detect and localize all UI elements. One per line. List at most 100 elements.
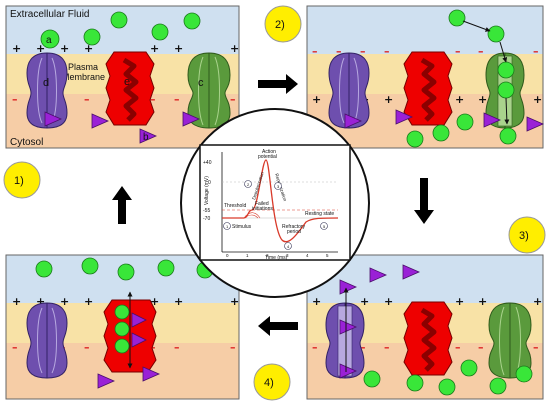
refractory-label-1: Refractory: [282, 224, 306, 230]
threshold-label: Threshold: [224, 203, 246, 209]
svg-text:–: –: [533, 341, 539, 354]
sodium-ion: [489, 377, 507, 395]
ytick-zero: 0: [208, 180, 211, 186]
svg-text:–: –: [150, 341, 156, 354]
svg-text:–: –: [174, 93, 180, 106]
svg-text:+: +: [174, 295, 183, 308]
svg-text:+: +: [36, 295, 45, 308]
xtick-label: 4: [306, 253, 309, 258]
svg-text:–: –: [230, 93, 236, 106]
sodium-ion: [40, 29, 60, 49]
failed-label-1: Failed: [255, 201, 269, 207]
svg-text:+: +: [533, 93, 542, 106]
svg-text:–: –: [12, 341, 18, 354]
sodium-ion: [363, 370, 381, 388]
xtick-label: 2: [266, 253, 269, 258]
panel-1: Extracellular Fluid Cytosol Plasma Membr…: [5, 5, 240, 149]
sodium-ion: [499, 127, 517, 145]
sodium-channel: [106, 52, 154, 125]
svg-text:+: +: [478, 295, 487, 308]
ytick-peak: +40: [203, 160, 212, 166]
label-c: c: [198, 77, 204, 89]
svg-text:–: –: [360, 341, 366, 354]
potassium-channel-open: [325, 302, 365, 379]
sodium-ion: [456, 113, 474, 131]
svg-text:–: –: [455, 341, 461, 354]
svg-text:+: +: [84, 295, 93, 308]
step-4-label: 4): [264, 377, 274, 389]
marker-3: 3: [277, 184, 280, 189]
svg-text:+: +: [533, 295, 542, 308]
svg-text:–: –: [150, 93, 156, 106]
svg-text:–: –: [230, 341, 236, 354]
sodium-ion: [487, 25, 505, 43]
xtick-label: 1: [246, 253, 249, 258]
potassium-ion: [91, 113, 109, 129]
step-3-label: 3): [519, 230, 529, 242]
cycle-arrows: [112, 74, 434, 336]
label-d: d: [43, 77, 49, 89]
sodium-ion: [35, 260, 53, 278]
refractory-label-2: period: [287, 229, 301, 235]
action-potential-curve: [222, 159, 339, 243]
arrow-right-icon: [258, 74, 298, 94]
svg-text:–: –: [478, 341, 484, 354]
stimulus-label: Stimulus: [232, 224, 252, 230]
sodium-ion: [83, 28, 101, 46]
svg-text:+: +: [384, 93, 393, 106]
xtick-label: 3: [286, 253, 289, 258]
potassium-ion: [44, 111, 62, 127]
label-b: b: [143, 132, 149, 143]
xtick-label: 0: [226, 253, 229, 258]
marker-2: 2: [247, 182, 250, 187]
svg-text:+: +: [12, 42, 21, 55]
sodium-ion: [497, 81, 515, 99]
svg-text:–: –: [455, 45, 461, 58]
svg-text:–: –: [478, 45, 484, 58]
sodium-channel: [404, 52, 452, 125]
sodium-channel: [404, 302, 452, 375]
potassium-ion: [395, 109, 413, 125]
sodium-ion: [406, 374, 424, 392]
svg-text:+: +: [360, 295, 369, 308]
svg-text:+: +: [150, 42, 159, 55]
svg-text:+: +: [312, 295, 321, 308]
sodium-ion: [151, 23, 169, 41]
svg-text:+: +: [230, 295, 239, 308]
sodium-ion: [110, 11, 128, 29]
sodium-ion: [114, 304, 130, 320]
sodium-ion: [81, 257, 99, 275]
svg-text:+: +: [384, 295, 393, 308]
potassium-ion: [339, 319, 357, 335]
svg-text:–: –: [84, 341, 90, 354]
potassium-ion: [526, 116, 544, 132]
svg-text:–: –: [312, 341, 318, 354]
sodium-ion: [432, 124, 450, 142]
potassium-ion: [369, 267, 387, 283]
arrow-down-icon: [414, 178, 434, 224]
marker-4: 4: [287, 244, 290, 249]
ytick-rest: -70: [203, 216, 210, 222]
svg-text:–: –: [312, 45, 318, 58]
sodium-ion: [448, 9, 466, 27]
potassium-ion: [402, 264, 420, 280]
sodium-ion: [117, 263, 135, 281]
sodium-ion: [114, 321, 130, 337]
sodium-ion: [114, 338, 130, 354]
sodium-ion: [515, 365, 533, 383]
label-e: e: [124, 76, 130, 88]
step-2-label: 2): [275, 19, 285, 31]
marker-5: 5: [323, 224, 326, 229]
arrow-left-icon: [258, 316, 298, 336]
sodium-ion: [438, 378, 456, 396]
panel-4: +++++++ –––––––: [5, 254, 240, 400]
svg-text:+: +: [478, 93, 487, 106]
svg-text:+: +: [174, 42, 183, 55]
svg-text:+: +: [455, 295, 464, 308]
inset-xlabel: Time (ms): [265, 255, 288, 261]
sodium-ion: [460, 359, 478, 377]
svg-text:–: –: [12, 93, 18, 106]
extracellular-label: Extracellular Fluid: [10, 9, 89, 20]
